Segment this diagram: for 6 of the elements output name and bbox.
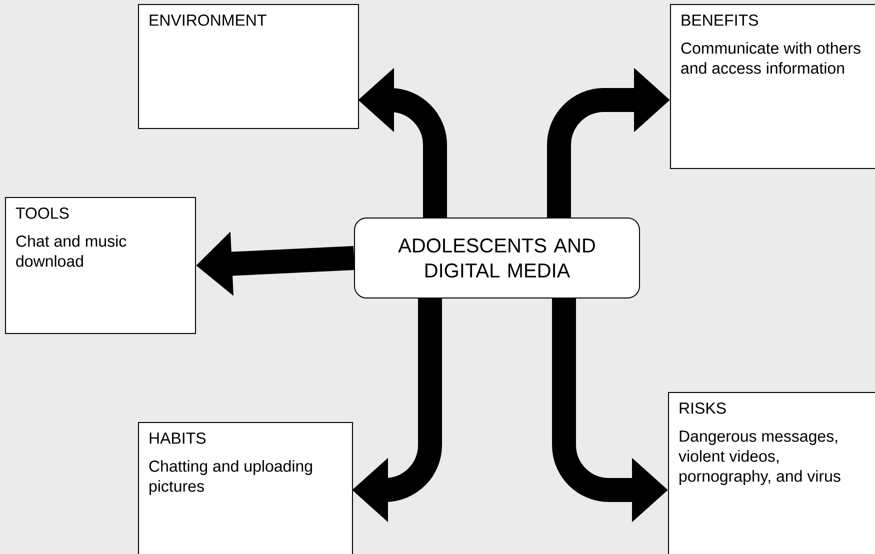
- text-box: HABITS Chatting and uploading pictures: [138, 422, 353, 554]
- text-box: RISKS Dangerous messages, violent videos, pornography, and virus: [668, 392, 875, 554]
- title-box: ADOLESCENTS AND DIGITAL MEDIA: [354, 218, 640, 298]
- text-box: TOOLS Chat and music download: [5, 197, 196, 334]
- text-box: ENVIRONMENT: [138, 4, 359, 129]
- text-box: BENEFITS Communicate with others and access information: [670, 4, 875, 169]
